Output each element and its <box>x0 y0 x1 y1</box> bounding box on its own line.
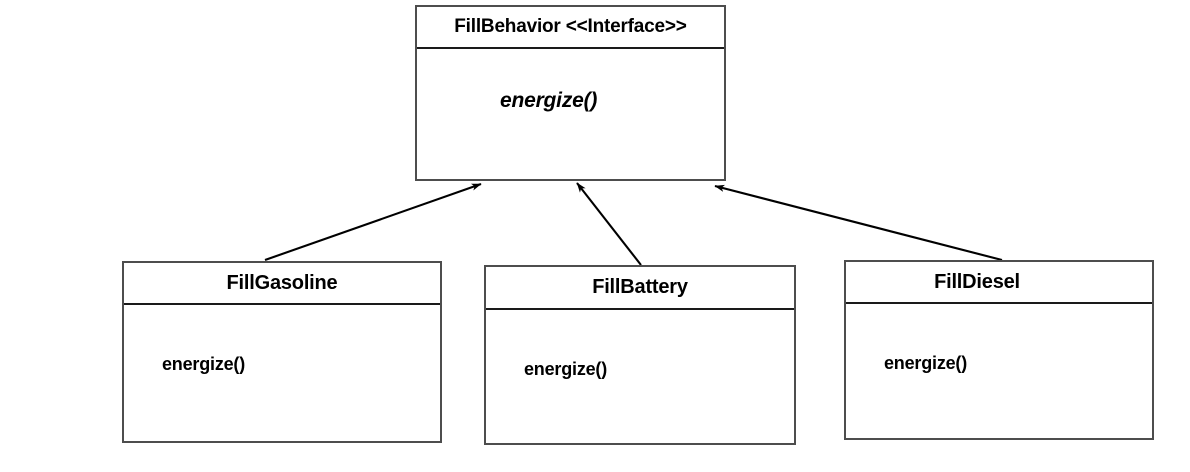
class-box-filldiesel[interactable]: FillDiesel energize() <box>844 260 1154 440</box>
class-box-fillbehavior[interactable]: FillBehavior <<Interface>> energize() <box>415 5 726 181</box>
class-header-fillgasoline: FillGasoline <box>124 263 440 305</box>
connector-filldiesel-to-fillbehavior <box>714 184 1003 262</box>
class-body-fillgasoline: energize() <box>124 305 440 441</box>
connector-fillgasoline-to-fillbehavior <box>264 183 482 261</box>
class-name-fillgasoline: FillGasoline <box>226 271 338 294</box>
method-energize-fillgasoline: energize() <box>162 354 246 374</box>
class-header-fillbehavior: FillBehavior <<Interface>> <box>417 7 724 49</box>
class-name-fillbattery: FillBattery <box>592 276 688 298</box>
connector-fillbattery-to-fillbehavior <box>576 182 642 266</box>
class-body-filldiesel: energize() <box>846 304 1152 438</box>
class-header-fillbattery: FillBattery <box>486 267 794 310</box>
method-energize-filldiesel: energize() <box>884 353 968 373</box>
class-box-fillbattery[interactable]: FillBattery energize() <box>484 265 796 445</box>
class-name-filldiesel: FillDiesel <box>934 270 1020 293</box>
method-energize-fillbehavior: energize() <box>500 89 598 112</box>
method-energize-fillbattery: energize() <box>524 359 608 379</box>
class-name-fillbehavior: FillBehavior <<Interface>> <box>454 16 687 37</box>
class-body-fillbattery: energize() <box>486 310 794 443</box>
class-header-filldiesel: FillDiesel <box>846 262 1152 304</box>
class-box-fillgasoline[interactable]: FillGasoline energize() <box>122 261 442 443</box>
class-body-fillbehavior: energize() <box>417 49 724 179</box>
